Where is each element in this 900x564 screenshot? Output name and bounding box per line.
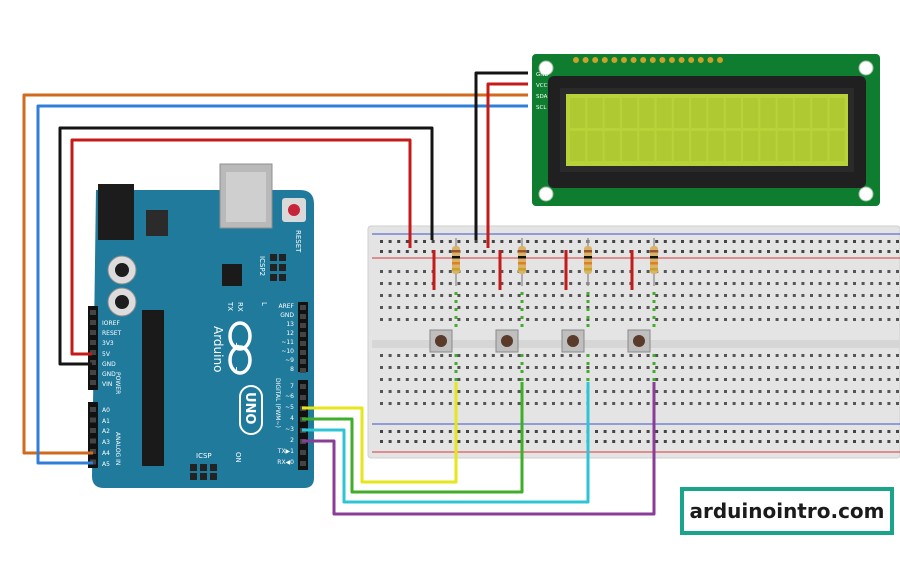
pin-label-gnd-3: GND <box>280 312 294 319</box>
pin-label-reset: RESET <box>102 330 122 337</box>
pin-label-a0: A0 <box>102 407 110 414</box>
wire-5v-red <box>70 138 412 356</box>
on-label: ON <box>234 452 242 463</box>
icsp2-header <box>270 254 286 281</box>
lcd-pin-scl-label: SCL <box>536 105 547 111</box>
pin-label-11: ~11 <box>281 339 294 346</box>
pin-label-gnd-2: GND <box>102 371 116 378</box>
arduino-wordmark: Arduino <box>211 326 225 372</box>
pin-label-1: TX▶1 <box>277 448 294 455</box>
lcd-pin-vcc-label: VCC <box>536 83 548 89</box>
lcd-module: GND VCC SDA SCL <box>532 54 880 206</box>
wire-d2-purple <box>302 382 656 516</box>
pin-label-0: RX◀0 <box>277 459 294 466</box>
pin-label-9: ~9 <box>285 357 294 364</box>
pin-label-a5: A5 <box>102 461 110 468</box>
icsp-header <box>190 464 217 480</box>
arduino-uno-board: RESET ICSP2 ICSP ON TX RX L − + Arduino … <box>88 163 314 488</box>
svg-text:−: − <box>232 366 241 373</box>
pin-label-8: 8 <box>290 366 294 373</box>
pin-label-ioref: IOREF <box>102 320 120 327</box>
wire-d3-cyan <box>302 382 590 504</box>
wires <box>22 71 656 516</box>
pin-label-vin: VIN <box>102 381 112 388</box>
digital-header-label: DIGITAL (PWM~) <box>274 378 281 428</box>
l-label: L <box>260 302 268 306</box>
power-header-label: POWER <box>114 372 121 394</box>
icsp-label: ICSP <box>196 452 212 460</box>
pin-label-5: ~5 <box>285 404 294 411</box>
rx-label: RX <box>236 302 244 312</box>
pin-label-a1: A1 <box>102 418 110 425</box>
pin-label-a4: A4 <box>102 450 110 457</box>
wire-scl-blue <box>36 104 528 465</box>
svg-text:+: + <box>232 342 241 349</box>
pin-label-a3: A3 <box>102 439 110 446</box>
icsp2-label: ICSP2 <box>258 256 266 276</box>
pin-label-a2: A2 <box>102 428 110 435</box>
pin-label-2: 2 <box>290 437 294 444</box>
lcd-pin-gnd-label: GND <box>536 72 549 78</box>
pin-label-3v3: 3V3 <box>102 340 114 347</box>
wire-d5-yellow <box>302 382 458 484</box>
pin-label-4: 4 <box>290 415 294 422</box>
pin-label-6: ~6 <box>285 393 294 400</box>
pin-label-13: 13 <box>286 321 294 328</box>
analog-header-label: ANALOG IN <box>114 432 121 465</box>
svg-text:UNO: UNO <box>242 392 257 425</box>
tx-label: TX <box>226 301 234 311</box>
power-jack <box>98 184 134 240</box>
wire-lcd-gnd-black <box>474 71 528 240</box>
wire-sda-orange <box>22 93 528 455</box>
wire-d4-green <box>302 382 524 494</box>
pin-label-5v: 5V <box>102 351 111 358</box>
wire-gnd-black <box>58 126 434 366</box>
breadboard-components <box>429 238 658 381</box>
pin-label-12: 12 <box>286 330 294 337</box>
pin-label-7: 7 <box>290 383 294 390</box>
arduino-logo: − + <box>228 321 252 375</box>
atmega-chip <box>142 310 164 466</box>
wire-lcd-vcc-red <box>486 82 528 248</box>
pin-label-aref: AREF <box>278 303 294 310</box>
reset-label: RESET <box>294 230 302 253</box>
pin-label-10: ~10 <box>281 348 294 355</box>
pin-label-3: ~3 <box>285 426 294 433</box>
watermark-text: arduinointro.com <box>689 499 884 523</box>
watermark-badge: arduinointro.com <box>680 487 894 535</box>
uno-badge: UNO <box>239 385 263 435</box>
lcd-header-pins <box>573 57 723 63</box>
lcd-character-grid <box>570 98 845 161</box>
pin-label-gnd-1: GND <box>102 361 116 368</box>
lcd-pin-sda-label: SDA <box>536 94 548 100</box>
